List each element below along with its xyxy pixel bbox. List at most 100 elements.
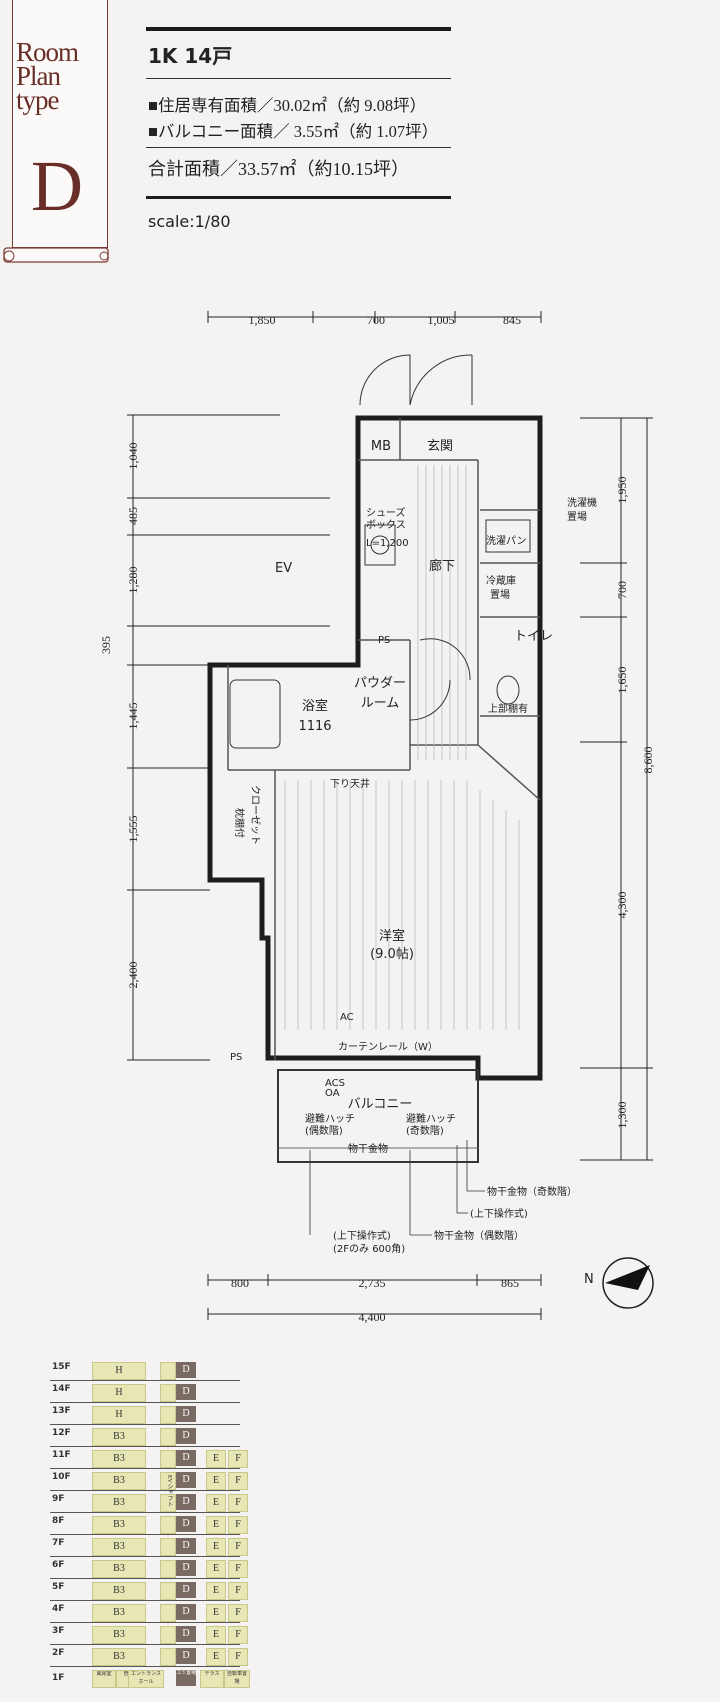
floor-divider bbox=[50, 1424, 240, 1425]
dim-left-4: 1,445 bbox=[126, 703, 140, 730]
thin-rule-2 bbox=[146, 147, 451, 148]
floor-label: 12F bbox=[52, 1428, 71, 1438]
unit-e: E bbox=[206, 1626, 226, 1644]
scroll-decoration bbox=[3, 247, 109, 263]
north-arrow bbox=[602, 1257, 654, 1309]
unit-a: B3 bbox=[92, 1428, 146, 1446]
unit-d: D bbox=[176, 1582, 196, 1598]
floor-plan: 1,850 700 1,005 845 1,040 485 1,280 395 … bbox=[99, 311, 655, 1324]
dim-right-0: 1,950 bbox=[615, 477, 629, 504]
room-fridge-2: 置場 bbox=[490, 588, 510, 601]
floor-divider bbox=[50, 1622, 240, 1623]
room-ev: EV bbox=[275, 561, 292, 576]
ev-shaft-cell bbox=[160, 1406, 176, 1424]
unit-f: F bbox=[228, 1604, 248, 1622]
unit-f: F bbox=[228, 1648, 248, 1666]
dim-top-0: 1,850 bbox=[249, 313, 276, 327]
ground-bicycle: 自転車置場 bbox=[224, 1670, 250, 1688]
unit-e: E bbox=[206, 1450, 226, 1468]
walls bbox=[207, 415, 543, 1163]
room-fridge-1: 冷蔵庫 bbox=[486, 574, 516, 587]
hatch-right-2: (奇数階) bbox=[406, 1124, 444, 1137]
floor-label: 7F bbox=[52, 1538, 65, 1548]
unit-e: E bbox=[206, 1516, 226, 1534]
ground-terrace: テラス bbox=[200, 1670, 224, 1688]
hatch-right-1: 避難ハッチ bbox=[406, 1112, 456, 1125]
unit-a: H bbox=[92, 1362, 146, 1380]
dim-right-4: 4,300 bbox=[615, 892, 629, 919]
room-shoes-1: シューズ bbox=[366, 506, 406, 519]
floor-divider bbox=[50, 1534, 240, 1535]
dim-right-1: 700 bbox=[615, 581, 629, 599]
unit-f: F bbox=[228, 1450, 248, 1468]
ac-label: AC bbox=[340, 1012, 354, 1023]
type-letter: D bbox=[31, 146, 83, 226]
unit-a: B3 bbox=[92, 1538, 146, 1556]
unit-d: D bbox=[176, 1648, 196, 1664]
hatch-left-2: (偶数階) bbox=[305, 1124, 343, 1137]
ev-shaft-cell bbox=[160, 1582, 176, 1600]
dim-left-2: 1,280 bbox=[126, 567, 140, 594]
floor-label: 14F bbox=[52, 1384, 71, 1394]
dim-right-5: 1,300 bbox=[615, 1102, 629, 1129]
unit-f: F bbox=[228, 1582, 248, 1600]
floor-divider bbox=[50, 1578, 240, 1579]
ev-shaft-cell bbox=[160, 1626, 176, 1644]
floor-divider bbox=[50, 1402, 240, 1403]
floor-label: 5F bbox=[52, 1582, 65, 1592]
lowered-ceiling: 下り天井 bbox=[330, 777, 370, 790]
dim-left-1: 485 bbox=[126, 507, 140, 525]
note-dry-even: 物干金物（偶数階） bbox=[434, 1229, 524, 1242]
unit-e: E bbox=[206, 1494, 226, 1512]
scale-label: scale:1/80 bbox=[148, 212, 231, 231]
ev-shaft-cell bbox=[160, 1516, 176, 1534]
ev-shaft-label: EVシャフト bbox=[166, 1475, 172, 1507]
floor-label: 9F bbox=[52, 1494, 65, 1504]
unit-e: E bbox=[206, 1582, 226, 1600]
unit-a: H bbox=[92, 1384, 146, 1402]
unit-d: D bbox=[176, 1450, 196, 1466]
unit-d: D bbox=[176, 1626, 196, 1642]
unit-e: E bbox=[206, 1472, 226, 1490]
unit-f: F bbox=[228, 1494, 248, 1512]
label-room: Room bbox=[16, 37, 79, 67]
room-plan-text: Room Plan type bbox=[13, 37, 107, 115]
unit-e: E bbox=[206, 1648, 226, 1666]
floor-label: 15F bbox=[52, 1362, 71, 1372]
room-bath: 浴室 bbox=[302, 698, 328, 714]
dim-left-6: 2,400 bbox=[126, 962, 140, 989]
room-powder-1: パウダー bbox=[354, 676, 406, 691]
room-pan: 洗濯パン bbox=[486, 535, 527, 547]
note-updown-2: (上下操作式) bbox=[333, 1229, 391, 1242]
floor-divider bbox=[50, 1490, 240, 1491]
unit-a: B3 bbox=[92, 1560, 146, 1578]
unit-a: B3 bbox=[92, 1450, 146, 1468]
unit-a: B3 bbox=[92, 1516, 146, 1534]
dim-total: 4,400 bbox=[359, 1310, 386, 1324]
floor-label: 10F bbox=[52, 1472, 71, 1482]
oa-label: OA bbox=[325, 1088, 340, 1099]
unit-a: B3 bbox=[92, 1626, 146, 1644]
ground-vestibule: 風除室 bbox=[92, 1670, 116, 1688]
unit-e: E bbox=[206, 1604, 226, 1622]
note-2f-only: (2Fのみ 600角) bbox=[333, 1243, 405, 1255]
room-laundry-1: 洗濯機 bbox=[567, 496, 597, 509]
floor-label: 8F bbox=[52, 1516, 65, 1526]
page-title: 1K 14戸 bbox=[148, 44, 233, 68]
living-area: ■住居専有面積／30.02㎡（約 9.08坪） bbox=[148, 96, 427, 115]
room-bath-size: 1116 bbox=[298, 719, 331, 734]
label-type: type bbox=[16, 85, 60, 115]
room-balcony: バルコニー bbox=[348, 1097, 413, 1112]
unit-d: D bbox=[176, 1560, 196, 1576]
curtain-rail: カーテンレール（W） bbox=[338, 1041, 438, 1053]
floor-divider bbox=[50, 1556, 240, 1557]
ev-shaft-cell bbox=[160, 1648, 176, 1666]
floor-divider bbox=[50, 1512, 240, 1513]
unit-a: B3 bbox=[92, 1494, 146, 1512]
room-closet: クローゼット bbox=[249, 785, 261, 845]
unit-f: F bbox=[228, 1538, 248, 1556]
room-entrance: 玄関 bbox=[427, 439, 453, 454]
dim-bottom-0: 800 bbox=[231, 1276, 249, 1290]
ground-entrance-hall: エントランスホール bbox=[128, 1670, 164, 1688]
